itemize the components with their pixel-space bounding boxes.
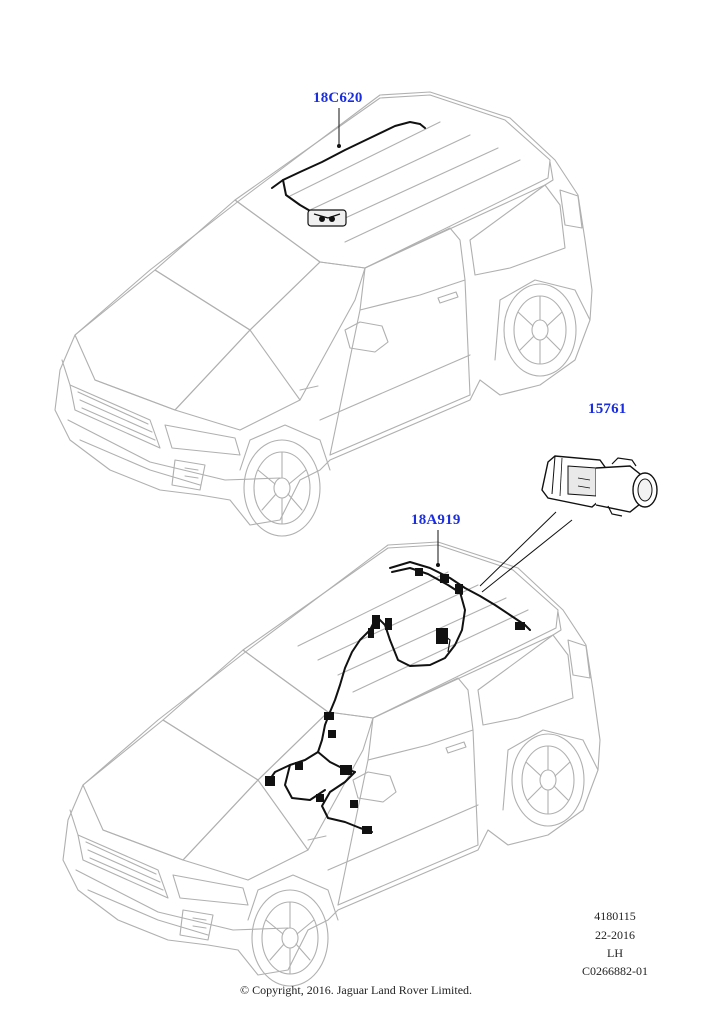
callout-15761[interactable]: 15761 [588, 401, 627, 417]
connector-15761-illustration [541, 455, 658, 517]
drawing-number: 4180115 [594, 909, 636, 923]
drawing-date: 22-2016 [595, 928, 635, 942]
connector-leader-line-lower [481, 519, 573, 593]
connector-leader-line-upper [479, 511, 557, 587]
drawing-reference: C0266882-01 [582, 964, 648, 978]
vehicle-top-illustration [54, 91, 593, 537]
callout-18c620[interactable]: 18C620 [313, 90, 363, 106]
vehicle-bottom-illustration [62, 541, 601, 987]
drawing-side: LH [607, 946, 623, 960]
body-harness-18a919-wire [265, 561, 531, 834]
callout-18a919[interactable]: 18A919 [411, 512, 461, 528]
copyright-notice: © Copyright, 2016. Jaguar Land Rover Lim… [239, 983, 473, 997]
roof-harness-18c620-wire [271, 121, 426, 227]
